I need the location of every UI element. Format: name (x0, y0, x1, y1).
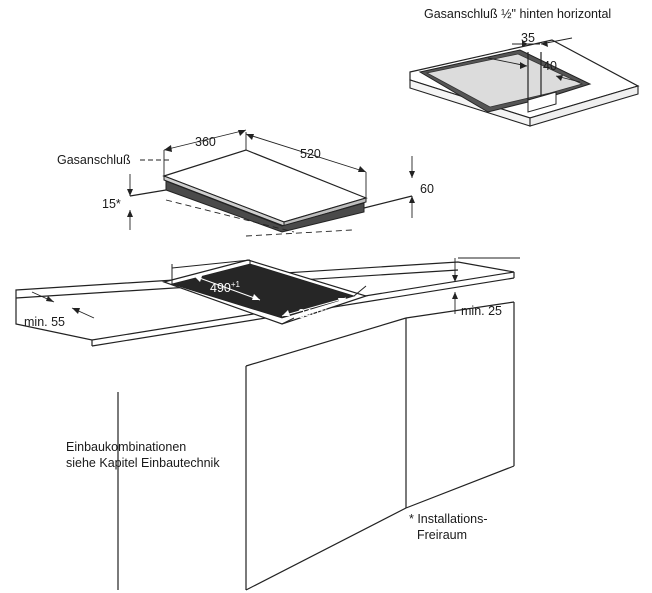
dim-360-label: 360 (195, 135, 216, 149)
dim-520-label: 520 (300, 147, 321, 161)
dim-35-label: 35 (521, 31, 535, 45)
combination-note-line2: siehe Kapitel Einbautechnik (66, 456, 220, 470)
installation-space-line2: Freiraum (417, 528, 468, 542)
min-25-dimension (452, 257, 520, 314)
cutout-490-label: 490+1 (210, 280, 240, 295)
gas-connection-horizontal-label: Gasanschluß ½" hinten horizontal (424, 7, 612, 21)
min-55-dimension (31, 291, 95, 319)
min-55-label: min. 55 (24, 315, 65, 329)
dim-15-label: 15* (102, 197, 121, 211)
cutout-340-label: 340+1 (298, 306, 328, 321)
hob-appliance (127, 129, 415, 237)
cabinet (117, 301, 515, 591)
worktop (15, 259, 515, 347)
dim-60-label: 60 (420, 182, 434, 196)
gas-connection-detail (409, 37, 640, 127)
gas-connection-label: Gasanschluß (57, 153, 131, 167)
dim-40-label: 40 (543, 59, 557, 73)
combination-note-line1: Einbaukombinationen (66, 440, 187, 454)
installation-space-line1: * Installations- (409, 512, 488, 526)
min-25-label: min. 25 (461, 304, 502, 318)
